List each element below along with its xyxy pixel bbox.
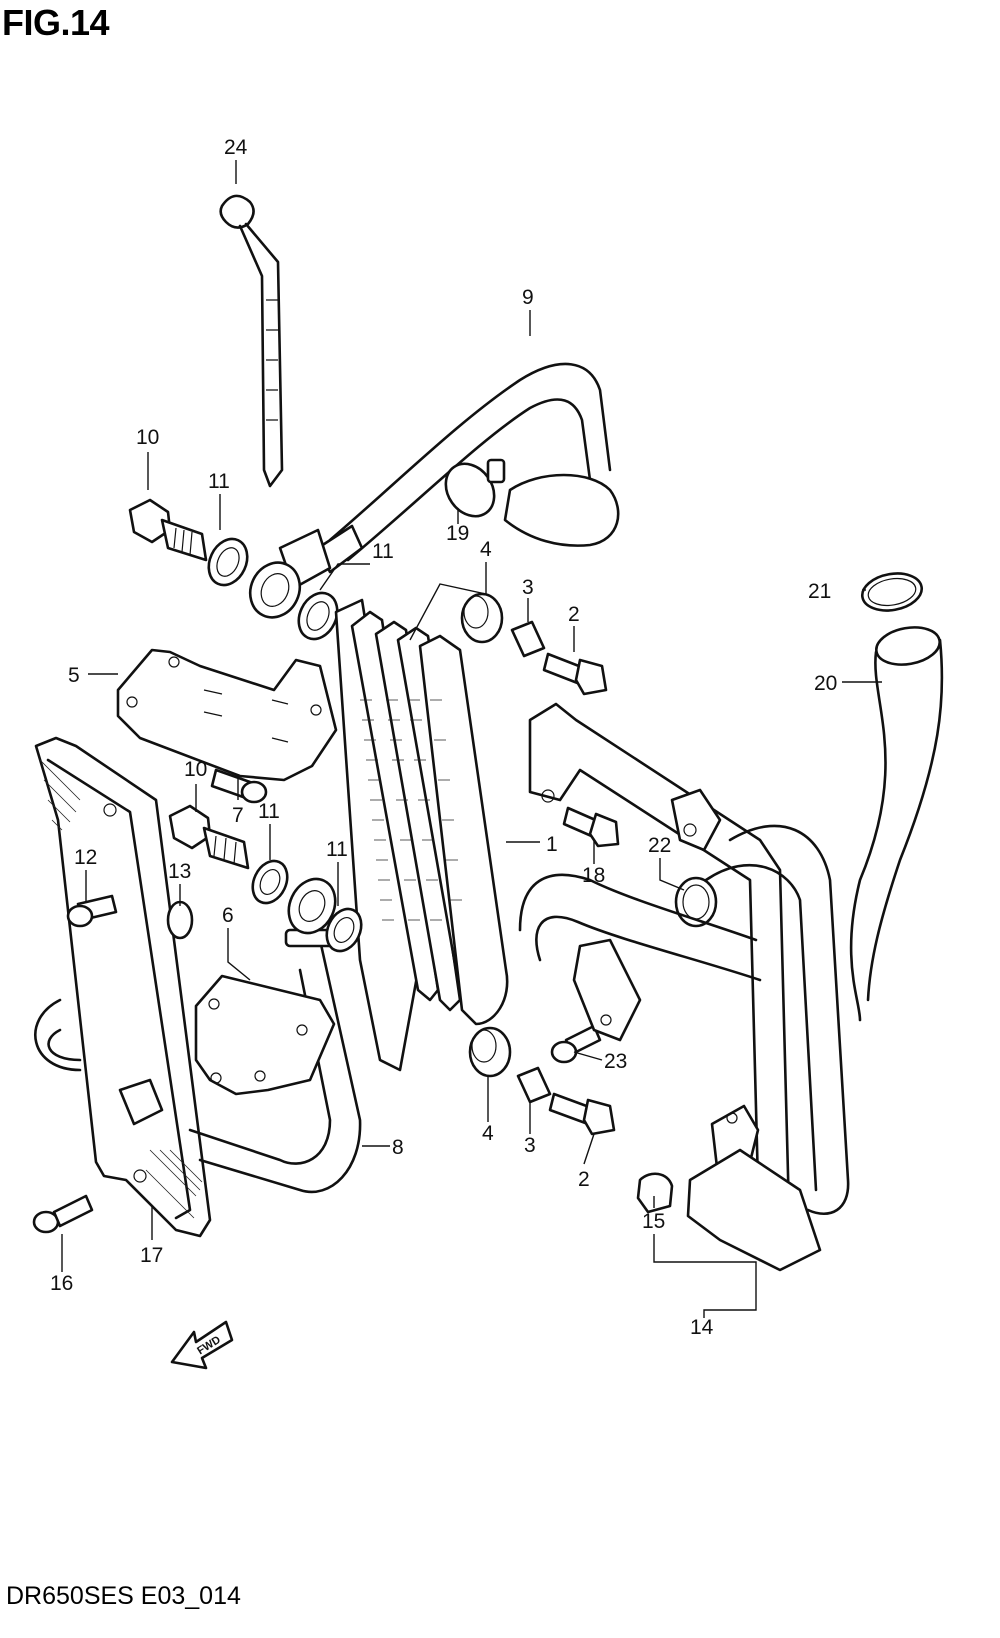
bracket-5 (116, 648, 338, 782)
callout-1: 1 (546, 833, 558, 856)
bolt-18 (562, 806, 620, 848)
callout-9: 9 (522, 286, 534, 309)
callout-2: 2 (568, 603, 580, 626)
callout-13: 13 (168, 860, 191, 883)
bolt-23 (550, 1024, 602, 1064)
cover-17 (34, 736, 212, 1238)
figure-title: FIG.14 (2, 2, 110, 43)
callout-18: 18 (582, 864, 605, 887)
callout-8: 8 (392, 1136, 404, 1159)
callout-10: 10 (136, 426, 159, 449)
bolt-16 (32, 1194, 94, 1234)
callout-5: 5 (68, 664, 80, 687)
oil-pipe-20 (849, 626, 944, 1022)
oil-cooler-1 (334, 598, 509, 1072)
callout-6: 6 (222, 904, 234, 927)
bolt-2 (542, 652, 616, 1136)
grommet-4 (460, 592, 512, 1078)
callout-4: 4 (482, 1122, 494, 1145)
callout-2: 2 (578, 1168, 590, 1191)
gasket-washer-11-lower (251, 859, 363, 953)
callout-11: 11 (208, 470, 230, 493)
callout-17: 17 (140, 1244, 163, 1267)
callout-10: 10 (184, 758, 207, 781)
callout-20: 20 (814, 672, 837, 695)
callout-24: 24 (224, 136, 248, 159)
guard-frame-14 (528, 702, 850, 1272)
collar-3 (510, 620, 552, 1104)
bracket-6 (194, 974, 336, 1096)
callout-11: 11 (258, 800, 280, 823)
gasket-washer-11-upper (207, 537, 339, 641)
leader-lines (61, 160, 882, 1318)
oil-pipe-loop (518, 873, 762, 1042)
callout-23: 23 (604, 1050, 627, 1073)
callout-4: 4 (480, 538, 492, 561)
cushion-15 (636, 1172, 674, 1214)
callout-11: 11 (372, 540, 394, 563)
callout-22: 22 (648, 834, 671, 857)
fwd-direction-arrow: FWD (170, 1320, 234, 1370)
callout-7: 7 (232, 804, 244, 827)
callout-15: 15 (642, 1210, 665, 1233)
bolt-12 (66, 894, 118, 928)
callout-19: 19 (446, 522, 469, 545)
callout-3: 3 (524, 1134, 536, 1157)
union-bolt-10-upper (128, 498, 208, 562)
callout-11: 11 (326, 838, 348, 861)
hose-clamp-19 (444, 458, 506, 518)
diagram-code: DR650SES E03_014 (6, 1582, 241, 1610)
callout-labels: 1 2 2 3 3 4 4 5 6 7 8 9 10 10 11 11 11 1… (50, 136, 837, 1339)
callout-12: 12 (74, 846, 97, 869)
callout-16: 16 (50, 1272, 73, 1295)
callout-14: 14 (690, 1316, 714, 1339)
union-bolt-10-lower (168, 804, 250, 870)
o-ring-21 (860, 572, 924, 612)
seal-13 (166, 900, 194, 940)
cable-tie-24 (219, 194, 284, 488)
callout-3: 3 (522, 576, 534, 599)
callout-21: 21 (808, 580, 831, 603)
